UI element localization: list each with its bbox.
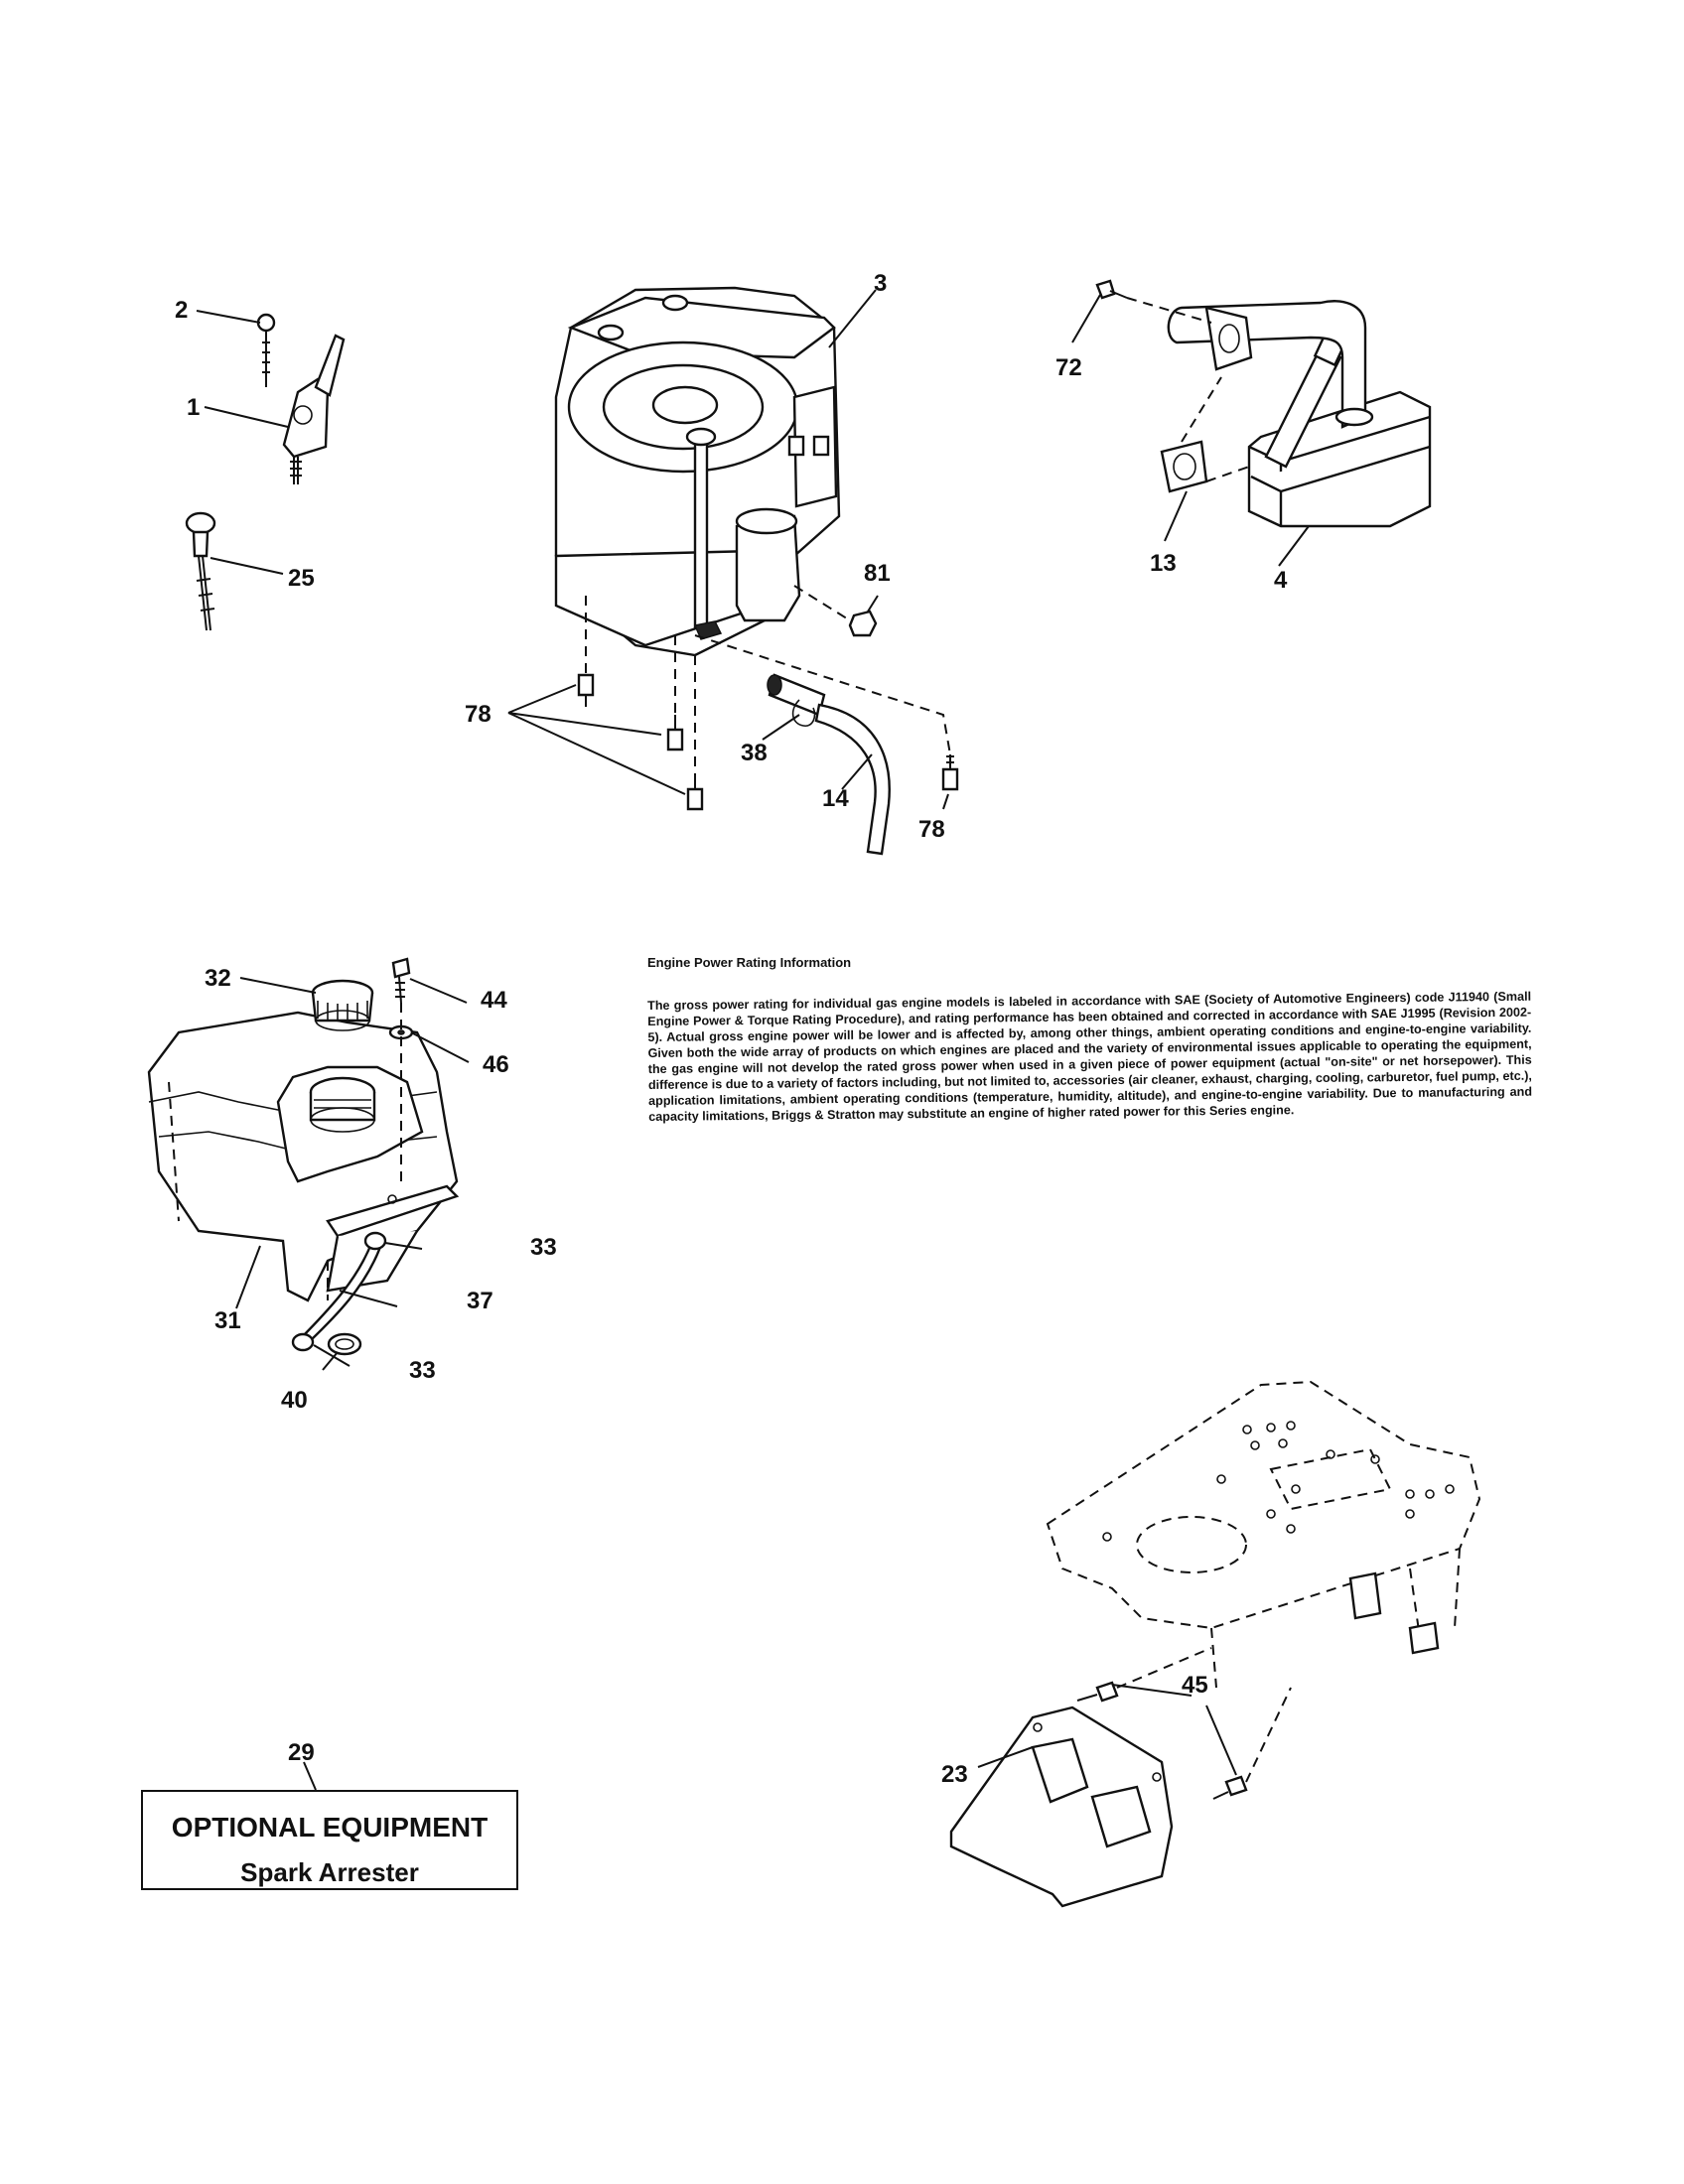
tank-screw-part: [391, 957, 411, 1004]
callout-1: 1: [187, 394, 200, 421]
callout-81: 81: [864, 560, 891, 587]
callout-23: 23: [941, 1761, 968, 1788]
callout-31: 31: [214, 1307, 241, 1334]
callout-40: 40: [281, 1387, 308, 1414]
callout-25: 25: [288, 565, 315, 592]
choke-knob-part: [185, 511, 216, 631]
mounting-plate-part: [1046, 1380, 1481, 1689]
nut-part: [848, 610, 878, 637]
fuel-filter-clamp-part: [767, 673, 826, 727]
callout-45: 45: [1182, 1672, 1208, 1699]
fuel-line-part: [814, 703, 891, 856]
callout-37: 37: [467, 1288, 493, 1314]
exhaust-gasket-part: [1160, 440, 1208, 493]
callout-46: 46: [483, 1051, 509, 1078]
exhaust-bolt-part: [1095, 279, 1128, 300]
optional-equipment-box: OPTIONAL EQUIPMENT Spark Arrester: [141, 1790, 518, 1890]
callout-32: 32: [205, 965, 231, 992]
engine-bolts-part: [577, 596, 959, 811]
callout-33a: 33: [530, 1234, 557, 1261]
plate-holes: [1102, 1421, 1455, 1542]
muffler-part: [1167, 300, 1432, 528]
callout-3: 3: [874, 270, 887, 297]
throttle-control-part: [282, 334, 346, 484]
info-heading: Engine Power Rating Information: [647, 955, 852, 970]
callout-4: 4: [1274, 567, 1288, 594]
callout-72: 72: [1055, 354, 1082, 381]
hose-clamp-part: [291, 1231, 387, 1352]
callout-44: 44: [481, 987, 507, 1014]
callout-38: 38: [741, 740, 768, 766]
shield-bolt-part: [1076, 1681, 1248, 1800]
engine-part: [554, 286, 841, 657]
screw-part: [256, 313, 276, 387]
callout-29: 29: [288, 1739, 315, 1766]
info-body: The gross power rating for individual ga…: [647, 989, 1533, 1124]
callout-33b: 33: [409, 1357, 436, 1384]
callout-13: 13: [1150, 550, 1177, 577]
grommet-part: [327, 1332, 362, 1356]
callout-2: 2: [175, 297, 188, 324]
callout-78b: 78: [918, 816, 945, 843]
engine-power-info: Engine Power Rating Information The gros…: [647, 955, 1533, 1125]
fuel-tank-part: [147, 1011, 460, 1302]
heat-shield-part: [949, 1706, 1174, 1908]
callout-14: 14: [822, 785, 849, 812]
callout-78a: 78: [465, 701, 491, 728]
optional-equipment-title: OPTIONAL EQUIPMENT: [171, 1812, 489, 1843]
spark-arrester-label: Spark Arrester: [240, 1857, 419, 1887]
